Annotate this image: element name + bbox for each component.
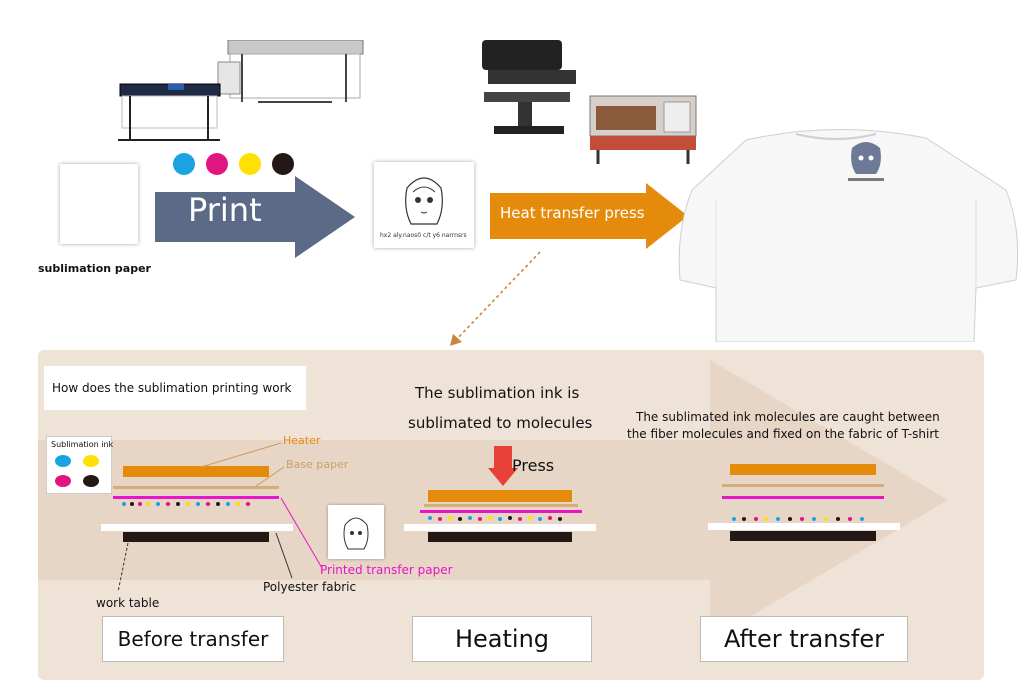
- heater-pressing: [428, 490, 572, 502]
- printer-icon: [118, 40, 364, 141]
- tshirt-print-icon: [848, 142, 884, 181]
- base-paper-layer: [113, 486, 279, 489]
- work-table-label: work table: [96, 596, 160, 610]
- print-arrow: [155, 176, 355, 258]
- black-legend-dot: [83, 475, 99, 487]
- tshirt-image: [678, 129, 1019, 342]
- question-text: How does the sublimation printing work: [52, 381, 292, 395]
- before-transfer-diagram: [101, 442, 323, 593]
- anime-portrait-small-icon: [343, 517, 369, 550]
- ink-legend-title: Sublimation ink: [51, 440, 114, 449]
- fixed-ink-particles: [732, 517, 864, 521]
- fabric-label: Polyester fabric: [263, 580, 357, 594]
- after-note-line2: the fiber molecules and fixed on the fab…: [627, 427, 939, 441]
- transfer-paper-label: Printed transfer paper: [320, 563, 453, 577]
- stage-after-label: After transfer: [723, 625, 885, 653]
- transfer-paper-sample: [328, 505, 384, 559]
- fabric-top: [101, 524, 293, 531]
- heater-label: Heater: [283, 434, 321, 447]
- cyan-legend-dot: [55, 455, 71, 467]
- sublimation-paper: [60, 164, 138, 244]
- after-note-line1: The sublimated ink molecules are caught …: [636, 410, 940, 424]
- cyan-ink-dot: [173, 153, 195, 175]
- stage-before-label: Before transfer: [117, 627, 269, 651]
- printed-sample-caption: hx2 aly.naos0 c/t y6 narrnsrs b: [380, 232, 468, 239]
- sublimation-paper-label: sublimation paper: [38, 262, 151, 275]
- magenta-legend-dot: [55, 475, 71, 487]
- question-box: [44, 366, 306, 410]
- base-paper-label: Base paper: [286, 458, 349, 471]
- stage-before-box: Before transfer: [102, 616, 284, 662]
- heat-press-icon: [482, 40, 697, 164]
- press-label: Press: [512, 456, 555, 475]
- printed-sample: hx2 aly.naos0 c/t y6 narrnsrs b: [374, 162, 474, 248]
- work-table-layer: [123, 532, 269, 542]
- ink-legend: Sublimation ink: [46, 436, 114, 494]
- stage-heating-label: Heating: [454, 625, 550, 653]
- heater-layer: [123, 466, 269, 477]
- magenta-ink-dot: [206, 153, 228, 175]
- sublimating-ink-particles: [428, 516, 562, 521]
- stage-heating-box: Heating: [412, 616, 592, 662]
- stage-after-box: After transfer: [700, 616, 908, 662]
- yellow-ink-dot: [239, 153, 261, 175]
- heating-note-line2: sublimated to molecules: [408, 414, 593, 432]
- print-arrow-label: Print: [188, 191, 262, 229]
- anime-portrait-icon: [405, 177, 443, 225]
- after-transfer-diagram: [708, 464, 900, 541]
- black-ink-dot: [272, 153, 294, 175]
- dashed-pointer-arrow: [450, 251, 541, 346]
- ink-particles: [122, 502, 250, 506]
- heating-note-line1: The sublimation ink is: [415, 384, 580, 402]
- press-arrow-icon: [488, 446, 518, 486]
- heat-transfer-arrow-label: Heat transfer press: [500, 204, 645, 222]
- heating-diagram: [404, 490, 596, 542]
- ink-dots: [173, 153, 294, 175]
- yellow-legend-dot: [83, 455, 99, 467]
- transfer-layer: [113, 496, 279, 499]
- heat-transfer-arrow: [490, 183, 688, 249]
